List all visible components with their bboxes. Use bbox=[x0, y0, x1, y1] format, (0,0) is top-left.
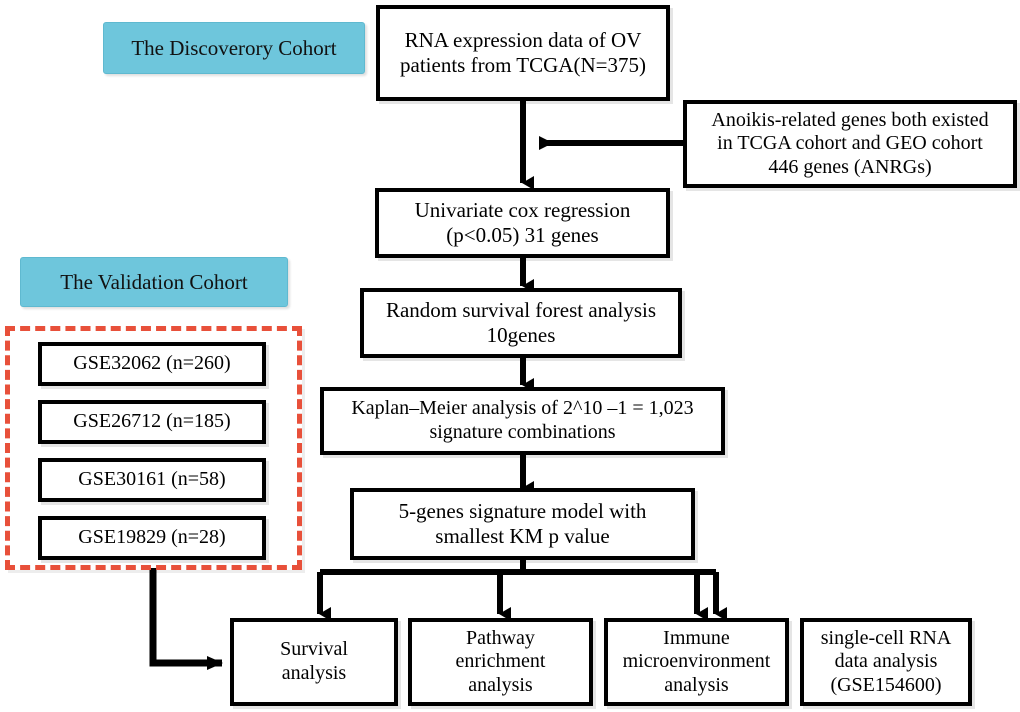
node-dataset-gse32062: GSE32062 (n=260) bbox=[38, 342, 266, 386]
node-dataset-gse30161-label: GSE30161 (n=58) bbox=[78, 468, 226, 491]
node-anoikis-related-genes-text: Anoikis-related genes both existed in TC… bbox=[711, 108, 989, 178]
node-downstream-immune-microenvironment: Immune microenvironment analysis bbox=[604, 618, 789, 706]
node-rna-expression-data-text: RNA expression data of OV patients from … bbox=[400, 28, 646, 77]
node-dataset-gse19829: GSE19829 (n=28) bbox=[38, 516, 266, 560]
node-anoikis-related-genes: Anoikis-related genes both existed in TC… bbox=[683, 100, 1017, 188]
node-downstream-pathway-enrichment-text: Pathway enrichment analysis bbox=[455, 626, 546, 696]
connector-validation-to-survival bbox=[149, 568, 223, 670]
node-downstream-survival-analysis: Survival analysis bbox=[230, 618, 398, 706]
node-dataset-gse32062-label: GSE32062 (n=260) bbox=[73, 352, 231, 375]
node-five-gene-signature-model: 5-genes signature model with smallest KM… bbox=[350, 488, 695, 560]
node-rna-expression-data: RNA expression data of OV patients from … bbox=[376, 5, 670, 101]
badge-validation-cohort: The Validation Cohort bbox=[20, 257, 288, 307]
node-random-survival-forest: Random survival forest analysis 10genes bbox=[360, 288, 682, 358]
node-random-survival-forest-text: Random survival forest analysis 10genes bbox=[385, 298, 657, 347]
node-univariate-cox-regression: Univariate cox regression (p<0.05) 31 ge… bbox=[375, 188, 670, 258]
node-downstream-pathway-enrichment: Pathway enrichment analysis bbox=[408, 618, 593, 706]
node-five-gene-signature-model-text: 5-genes signature model with smallest KM… bbox=[398, 499, 647, 548]
node-dataset-gse26712-label: GSE26712 (n=185) bbox=[73, 410, 231, 433]
node-downstream-immune-microenvironment-text: Immune microenvironment analysis bbox=[622, 626, 771, 696]
node-downstream-single-cell-rna: single-cell RNA data analysis (GSE154600… bbox=[800, 618, 972, 706]
node-kaplan-meier-analysis: Kaplan–Meier analysis of 2^10 –1 = 1,023… bbox=[320, 387, 725, 455]
validation-cohort-group bbox=[5, 326, 302, 570]
node-downstream-single-cell-rna-text: single-cell RNA data analysis (GSE154600… bbox=[820, 626, 952, 696]
badge-validation-cohort-label: The Validation Cohort bbox=[60, 269, 248, 294]
badge-discovery-cohort-label: The Discoverory Cohort bbox=[131, 35, 337, 60]
node-dataset-gse19829-label: GSE19829 (n=28) bbox=[78, 526, 226, 549]
node-dataset-gse30161: GSE30161 (n=58) bbox=[38, 458, 266, 502]
node-downstream-survival-analysis-text: Survival analysis bbox=[280, 638, 348, 684]
node-univariate-cox-regression-text: Univariate cox regression (p<0.05) 31 ge… bbox=[414, 198, 631, 247]
node-dataset-gse26712: GSE26712 (n=185) bbox=[38, 400, 266, 444]
node-kaplan-meier-analysis-text: Kaplan–Meier analysis of 2^10 –1 = 1,023… bbox=[351, 397, 694, 443]
badge-discovery-cohort: The Discoverory Cohort bbox=[103, 22, 365, 74]
